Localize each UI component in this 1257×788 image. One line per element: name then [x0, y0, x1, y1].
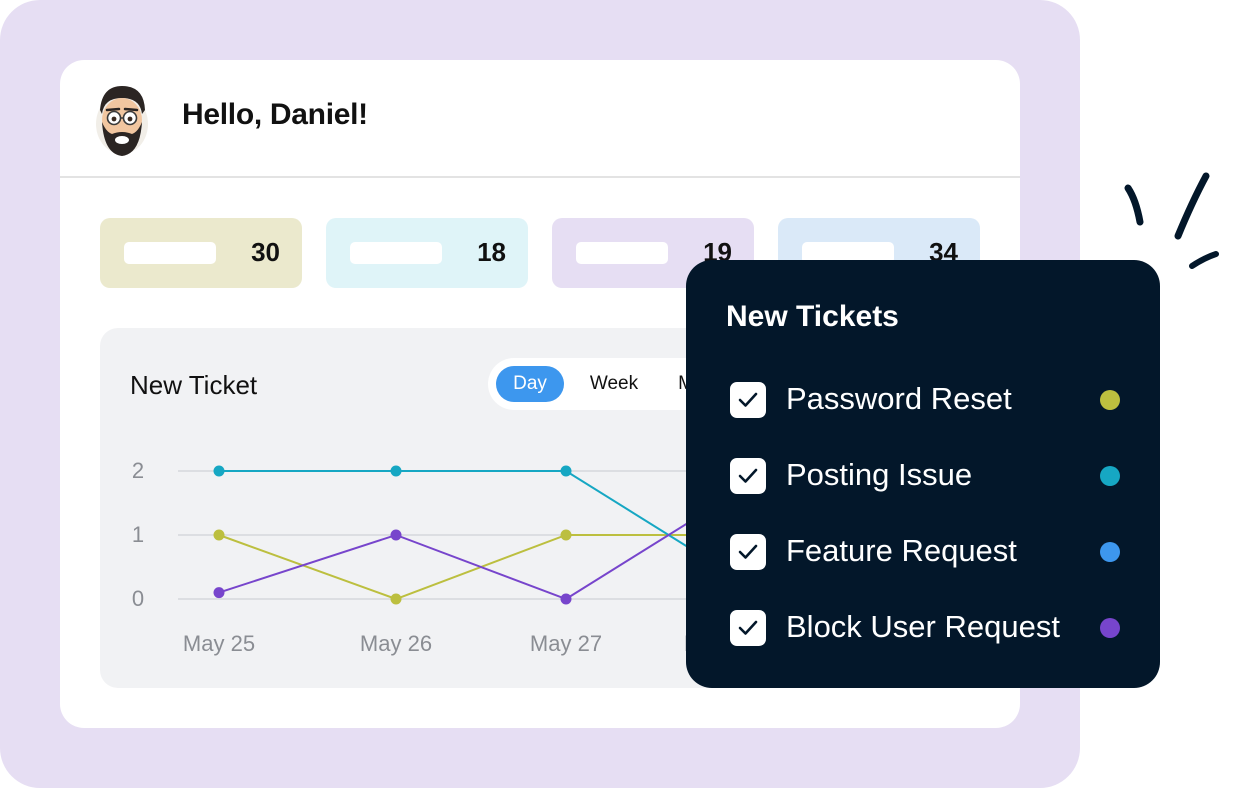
legend-label: Block User Request [786, 609, 1060, 644]
data-point [213, 587, 225, 599]
stat-card-1: 30 [100, 218, 302, 288]
greeting-title: Hello, Daniel! [182, 98, 368, 131]
stat-value: 30 [251, 237, 280, 267]
legend-item-feature-request[interactable]: Feature Request [730, 532, 1130, 572]
stat-value: 18 [477, 237, 506, 267]
data-point [560, 593, 572, 605]
data-point [390, 529, 402, 541]
stat-card-2: 18 [326, 218, 528, 288]
range-option-day[interactable]: Day [496, 366, 564, 402]
stat-label-placeholder [350, 242, 442, 264]
series-line [218, 502, 721, 601]
series-line [218, 534, 720, 601]
legend-label: Password Reset [786, 381, 1012, 416]
x-tick-label: May 26 [360, 631, 432, 656]
avatar[interactable] [90, 80, 154, 160]
check-icon [738, 544, 758, 559]
x-tick-label: May 27 [530, 631, 602, 656]
legend-label: Feature Request [786, 533, 1017, 568]
data-point [213, 529, 225, 541]
legend-color-dot [1100, 390, 1120, 410]
checkbox[interactable] [730, 458, 766, 494]
card-header: Hello, Daniel! [60, 60, 1020, 178]
legend-panel: New Tickets Password Reset Posting Issue… [686, 260, 1160, 688]
legend-color-dot [1100, 618, 1120, 638]
stat-label-placeholder [124, 242, 216, 264]
sparkle-decoration-icon [1124, 172, 1219, 269]
data-point [560, 529, 572, 541]
y-tick-label: 2 [132, 458, 144, 483]
legend-item-block-user-request[interactable]: Block User Request [730, 608, 1130, 648]
data-point [390, 465, 402, 477]
legend-title: New Tickets [726, 300, 899, 333]
legend-label: Posting Issue [786, 457, 973, 492]
legend-item-posting-issue[interactable]: Posting Issue [730, 456, 1130, 496]
range-option-week[interactable]: Week [589, 373, 639, 394]
checkbox[interactable] [730, 534, 766, 570]
stat-label-placeholder [802, 242, 894, 264]
series-line [219, 470, 721, 568]
data-point [560, 465, 572, 477]
data-point [213, 465, 225, 477]
check-icon [738, 620, 758, 635]
stat-label-placeholder [576, 242, 668, 264]
check-icon [738, 392, 758, 407]
y-tick-label: 1 [132, 522, 144, 547]
legend-color-dot [1100, 466, 1120, 486]
checkbox[interactable] [730, 610, 766, 646]
legend-item-password-reset[interactable]: Password Reset [730, 380, 1130, 420]
check-icon [738, 468, 758, 483]
range-selector: Day Week M [488, 358, 768, 410]
y-tick-label: 0 [132, 586, 144, 611]
x-tick-label: May 25 [183, 631, 255, 656]
checkbox[interactable] [730, 382, 766, 418]
chart-title: New Ticket [130, 370, 258, 400]
legend-color-dot [1100, 542, 1120, 562]
data-point [390, 593, 402, 605]
